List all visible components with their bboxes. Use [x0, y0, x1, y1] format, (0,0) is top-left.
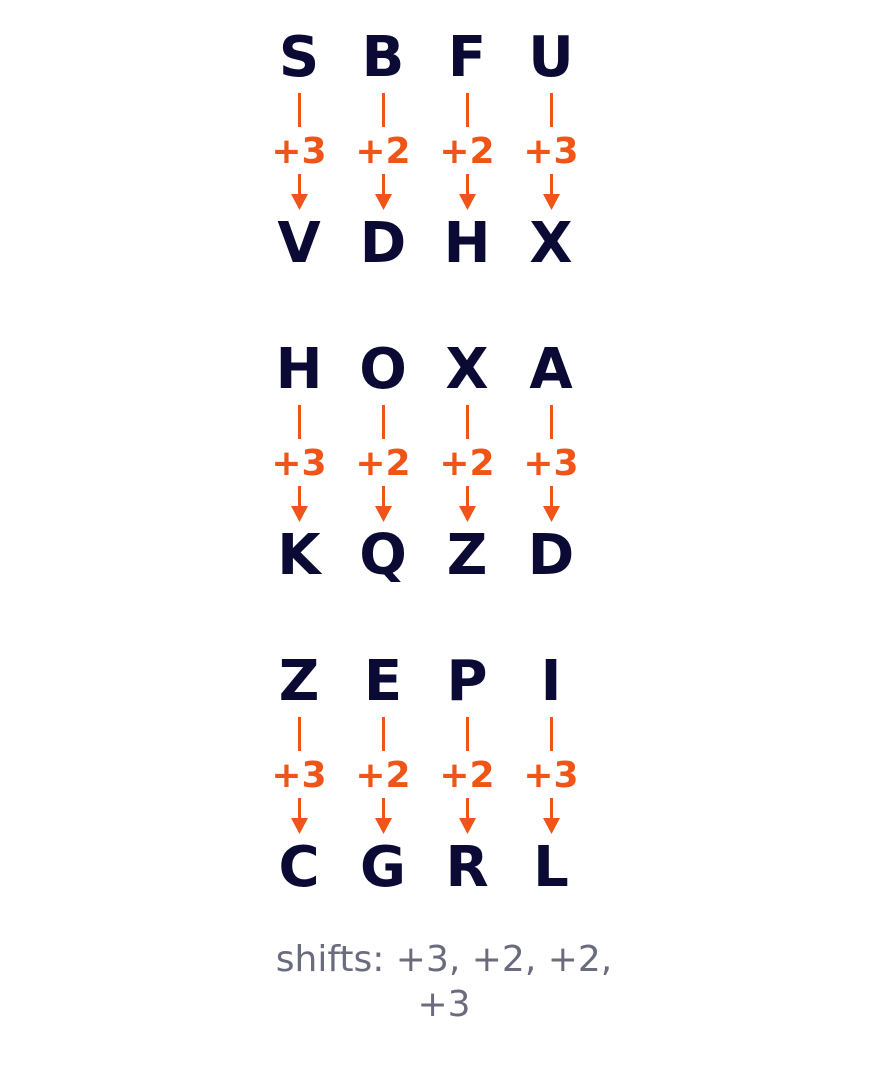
- down-arrow-icon: [459, 174, 476, 210]
- down-arrow-icon: [291, 798, 308, 834]
- shift-column: F +2 H: [425, 26, 509, 276]
- plain-letter: P: [446, 649, 488, 714]
- shift-label: +3: [271, 131, 327, 172]
- shift-column: A +3 D: [509, 338, 593, 588]
- cipher-letter: G: [360, 835, 406, 900]
- down-arrow-icon: [291, 486, 308, 522]
- cipher-letter: D: [527, 523, 575, 588]
- cipher-letter: K: [277, 523, 321, 588]
- shift-label: +2: [439, 131, 495, 172]
- shift-column: I +3 L: [509, 650, 593, 900]
- down-arrow-icon: [543, 798, 560, 834]
- shift-column: Z +3 C: [257, 650, 341, 900]
- shift-column: E +2 G: [341, 650, 425, 900]
- shift-label: +2: [439, 443, 495, 484]
- shift-label: +3: [271, 755, 327, 796]
- shift-column: H +3 K: [257, 338, 341, 588]
- plain-letter: X: [445, 337, 489, 402]
- shift-label: +2: [355, 443, 411, 484]
- cipher-letter: R: [445, 835, 489, 900]
- connector-line: [382, 405, 385, 439]
- shift-label: +2: [439, 755, 495, 796]
- cipher-group-2: H +3 K O +2 Q X +2 Z A +3 D: [257, 338, 593, 588]
- connector-line: [298, 405, 301, 439]
- down-arrow-icon: [375, 486, 392, 522]
- cipher-group-1: S +3 V B +2 D F +2 H U +3 X: [257, 26, 593, 276]
- cipher-group-3: Z +3 C E +2 G P +2 R I +3 L: [257, 650, 593, 900]
- shift-column: O +2 Q: [341, 338, 425, 588]
- plain-letter: Z: [278, 649, 320, 714]
- shift-column: P +2 R: [425, 650, 509, 900]
- connector-line: [298, 93, 301, 127]
- shift-column: S +3 V: [257, 26, 341, 276]
- plain-letter: B: [361, 25, 405, 90]
- shift-label: +3: [523, 131, 579, 172]
- cipher-letter: H: [443, 211, 491, 276]
- plain-letter: U: [528, 25, 574, 90]
- down-arrow-icon: [543, 486, 560, 522]
- shift-column: B +2 D: [341, 26, 425, 276]
- caption-line-1: shifts: +3, +2, +2,: [275, 939, 613, 980]
- shift-column: U +3 X: [509, 26, 593, 276]
- shift-label: +2: [355, 755, 411, 796]
- shifts-caption: shifts: +3, +2, +2, +3: [244, 937, 644, 1027]
- plain-letter: S: [278, 25, 320, 90]
- shift-column: X +2 Z: [425, 338, 509, 588]
- plain-letter: I: [540, 649, 562, 714]
- connector-line: [466, 405, 469, 439]
- down-arrow-icon: [375, 798, 392, 834]
- cipher-letter: Z: [446, 523, 488, 588]
- shift-label: +2: [355, 131, 411, 172]
- shift-label: +3: [523, 755, 579, 796]
- plain-letter: F: [447, 25, 487, 90]
- plain-letter: O: [359, 337, 407, 402]
- connector-line: [550, 93, 553, 127]
- caption-line-2: +3: [417, 984, 471, 1025]
- cipher-letter: L: [533, 835, 569, 900]
- down-arrow-icon: [375, 174, 392, 210]
- down-arrow-icon: [291, 174, 308, 210]
- down-arrow-icon: [543, 174, 560, 210]
- shift-label: +3: [523, 443, 579, 484]
- cipher-letter: V: [277, 211, 321, 276]
- cipher-letter: D: [359, 211, 407, 276]
- shift-label: +3: [271, 443, 327, 484]
- cipher-letter: X: [529, 211, 573, 276]
- connector-line: [550, 405, 553, 439]
- connector-line: [550, 717, 553, 751]
- plain-letter: E: [363, 649, 403, 714]
- cipher-letter: Q: [359, 523, 407, 588]
- connector-line: [298, 717, 301, 751]
- connector-line: [382, 93, 385, 127]
- down-arrow-icon: [459, 798, 476, 834]
- connector-line: [382, 717, 385, 751]
- connector-line: [466, 717, 469, 751]
- connector-line: [466, 93, 469, 127]
- plain-letter: H: [275, 337, 323, 402]
- cipher-letter: C: [278, 835, 320, 900]
- down-arrow-icon: [459, 486, 476, 522]
- plain-letter: A: [529, 337, 573, 402]
